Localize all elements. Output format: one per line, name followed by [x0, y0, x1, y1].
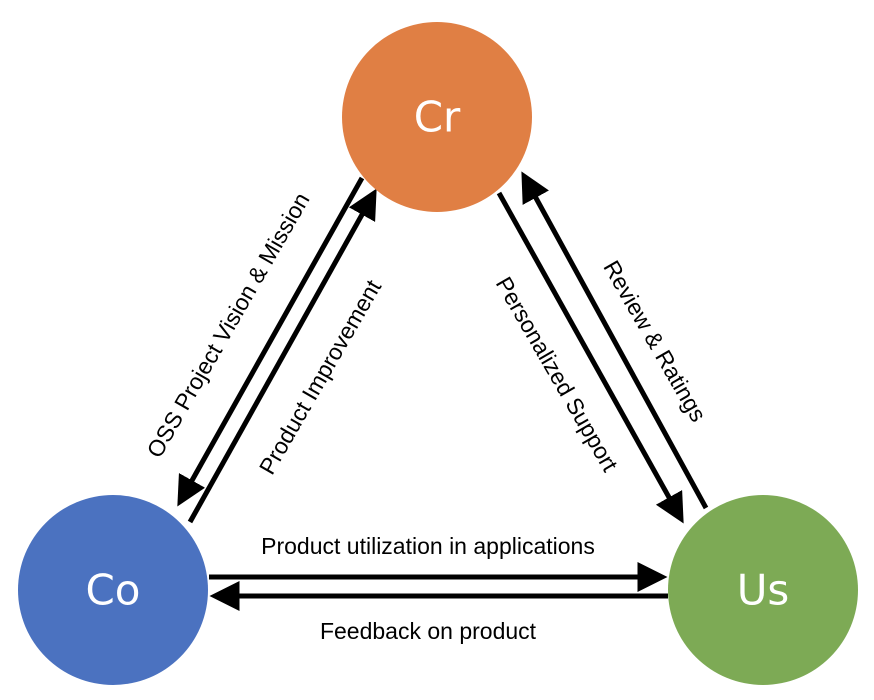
arrow-personalized-support	[496, 191, 684, 524]
arrow-review-ratings	[521, 171, 709, 510]
label-product-utilization: Product utilization in applications	[261, 533, 595, 559]
node-creator: Cr	[342, 22, 532, 212]
node-contributor: Co	[18, 495, 208, 685]
node-user: Us	[668, 495, 858, 685]
arrow-vision-mission	[177, 176, 365, 507]
creator-label: Cr	[414, 93, 461, 142]
arrow-product-improvement	[187, 188, 377, 524]
label-feedback: Feedback on product	[320, 618, 537, 644]
user-circle	[668, 495, 858, 685]
contributor-circle	[18, 495, 208, 685]
user-label: Us	[737, 566, 790, 615]
label-personalized-support: Personalized Support	[491, 272, 624, 476]
contributor-label: Co	[85, 566, 140, 615]
creator-circle	[342, 22, 532, 212]
